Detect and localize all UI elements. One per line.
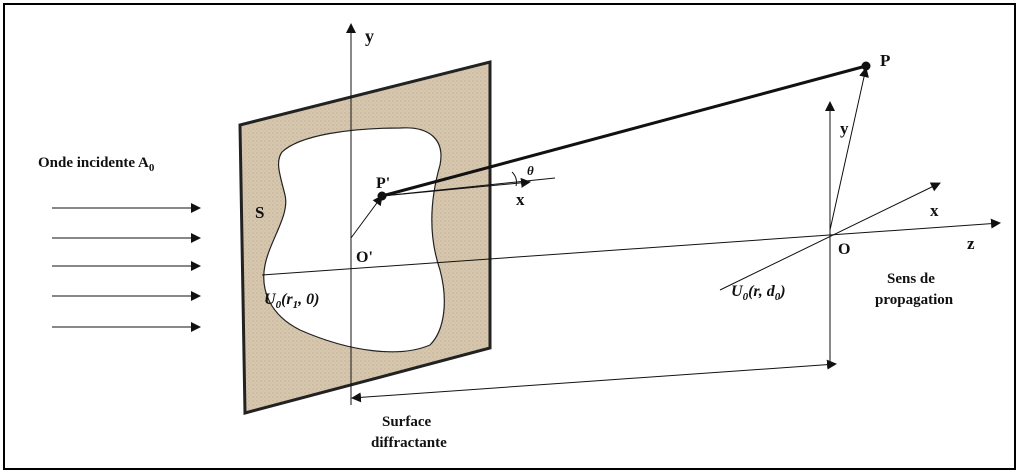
surface-label-line1: Surface — [382, 414, 431, 430]
theta-arc — [511, 171, 517, 187]
screen-label: S — [255, 203, 264, 222]
z-axis — [261, 218, 1001, 276]
point-pprime-label: P' — [376, 175, 390, 192]
u0-right-label: U0(r, d0) — [731, 283, 786, 303]
distance-arrow — [351, 359, 837, 403]
propagation-label-line1: Sens de — [887, 271, 935, 287]
x-axis-right — [719, 182, 941, 291]
axis-y-left-label: y — [365, 26, 374, 46]
axis-z-label: z — [967, 234, 975, 253]
axis-x-right-label: x — [930, 201, 939, 220]
origin-prime-label: O' — [356, 249, 373, 266]
r1-vector — [350, 195, 383, 239]
axis-x-left-label: x — [516, 190, 525, 209]
surface-label-line2: diffractante — [371, 435, 447, 451]
outer-frame — [3, 3, 1016, 470]
r-vector — [829, 67, 869, 231]
origin-label: O — [838, 241, 850, 258]
u0-left-label: U0(r1, 0) — [264, 291, 319, 311]
aperture — [263, 127, 445, 353]
direction-vector — [381, 177, 531, 197]
theta-label: θ — [527, 163, 534, 178]
point-p-label: P — [880, 51, 890, 70]
point-pprime-dot — [377, 191, 387, 201]
axis-y-right-label: y — [840, 119, 849, 138]
ray-pprime-to-p — [381, 64, 867, 198]
incident-arrows — [52, 203, 201, 332]
incident-wave-label: Onde incidente A0 — [38, 155, 155, 174]
propagation-label-line2: propagation — [875, 292, 954, 308]
